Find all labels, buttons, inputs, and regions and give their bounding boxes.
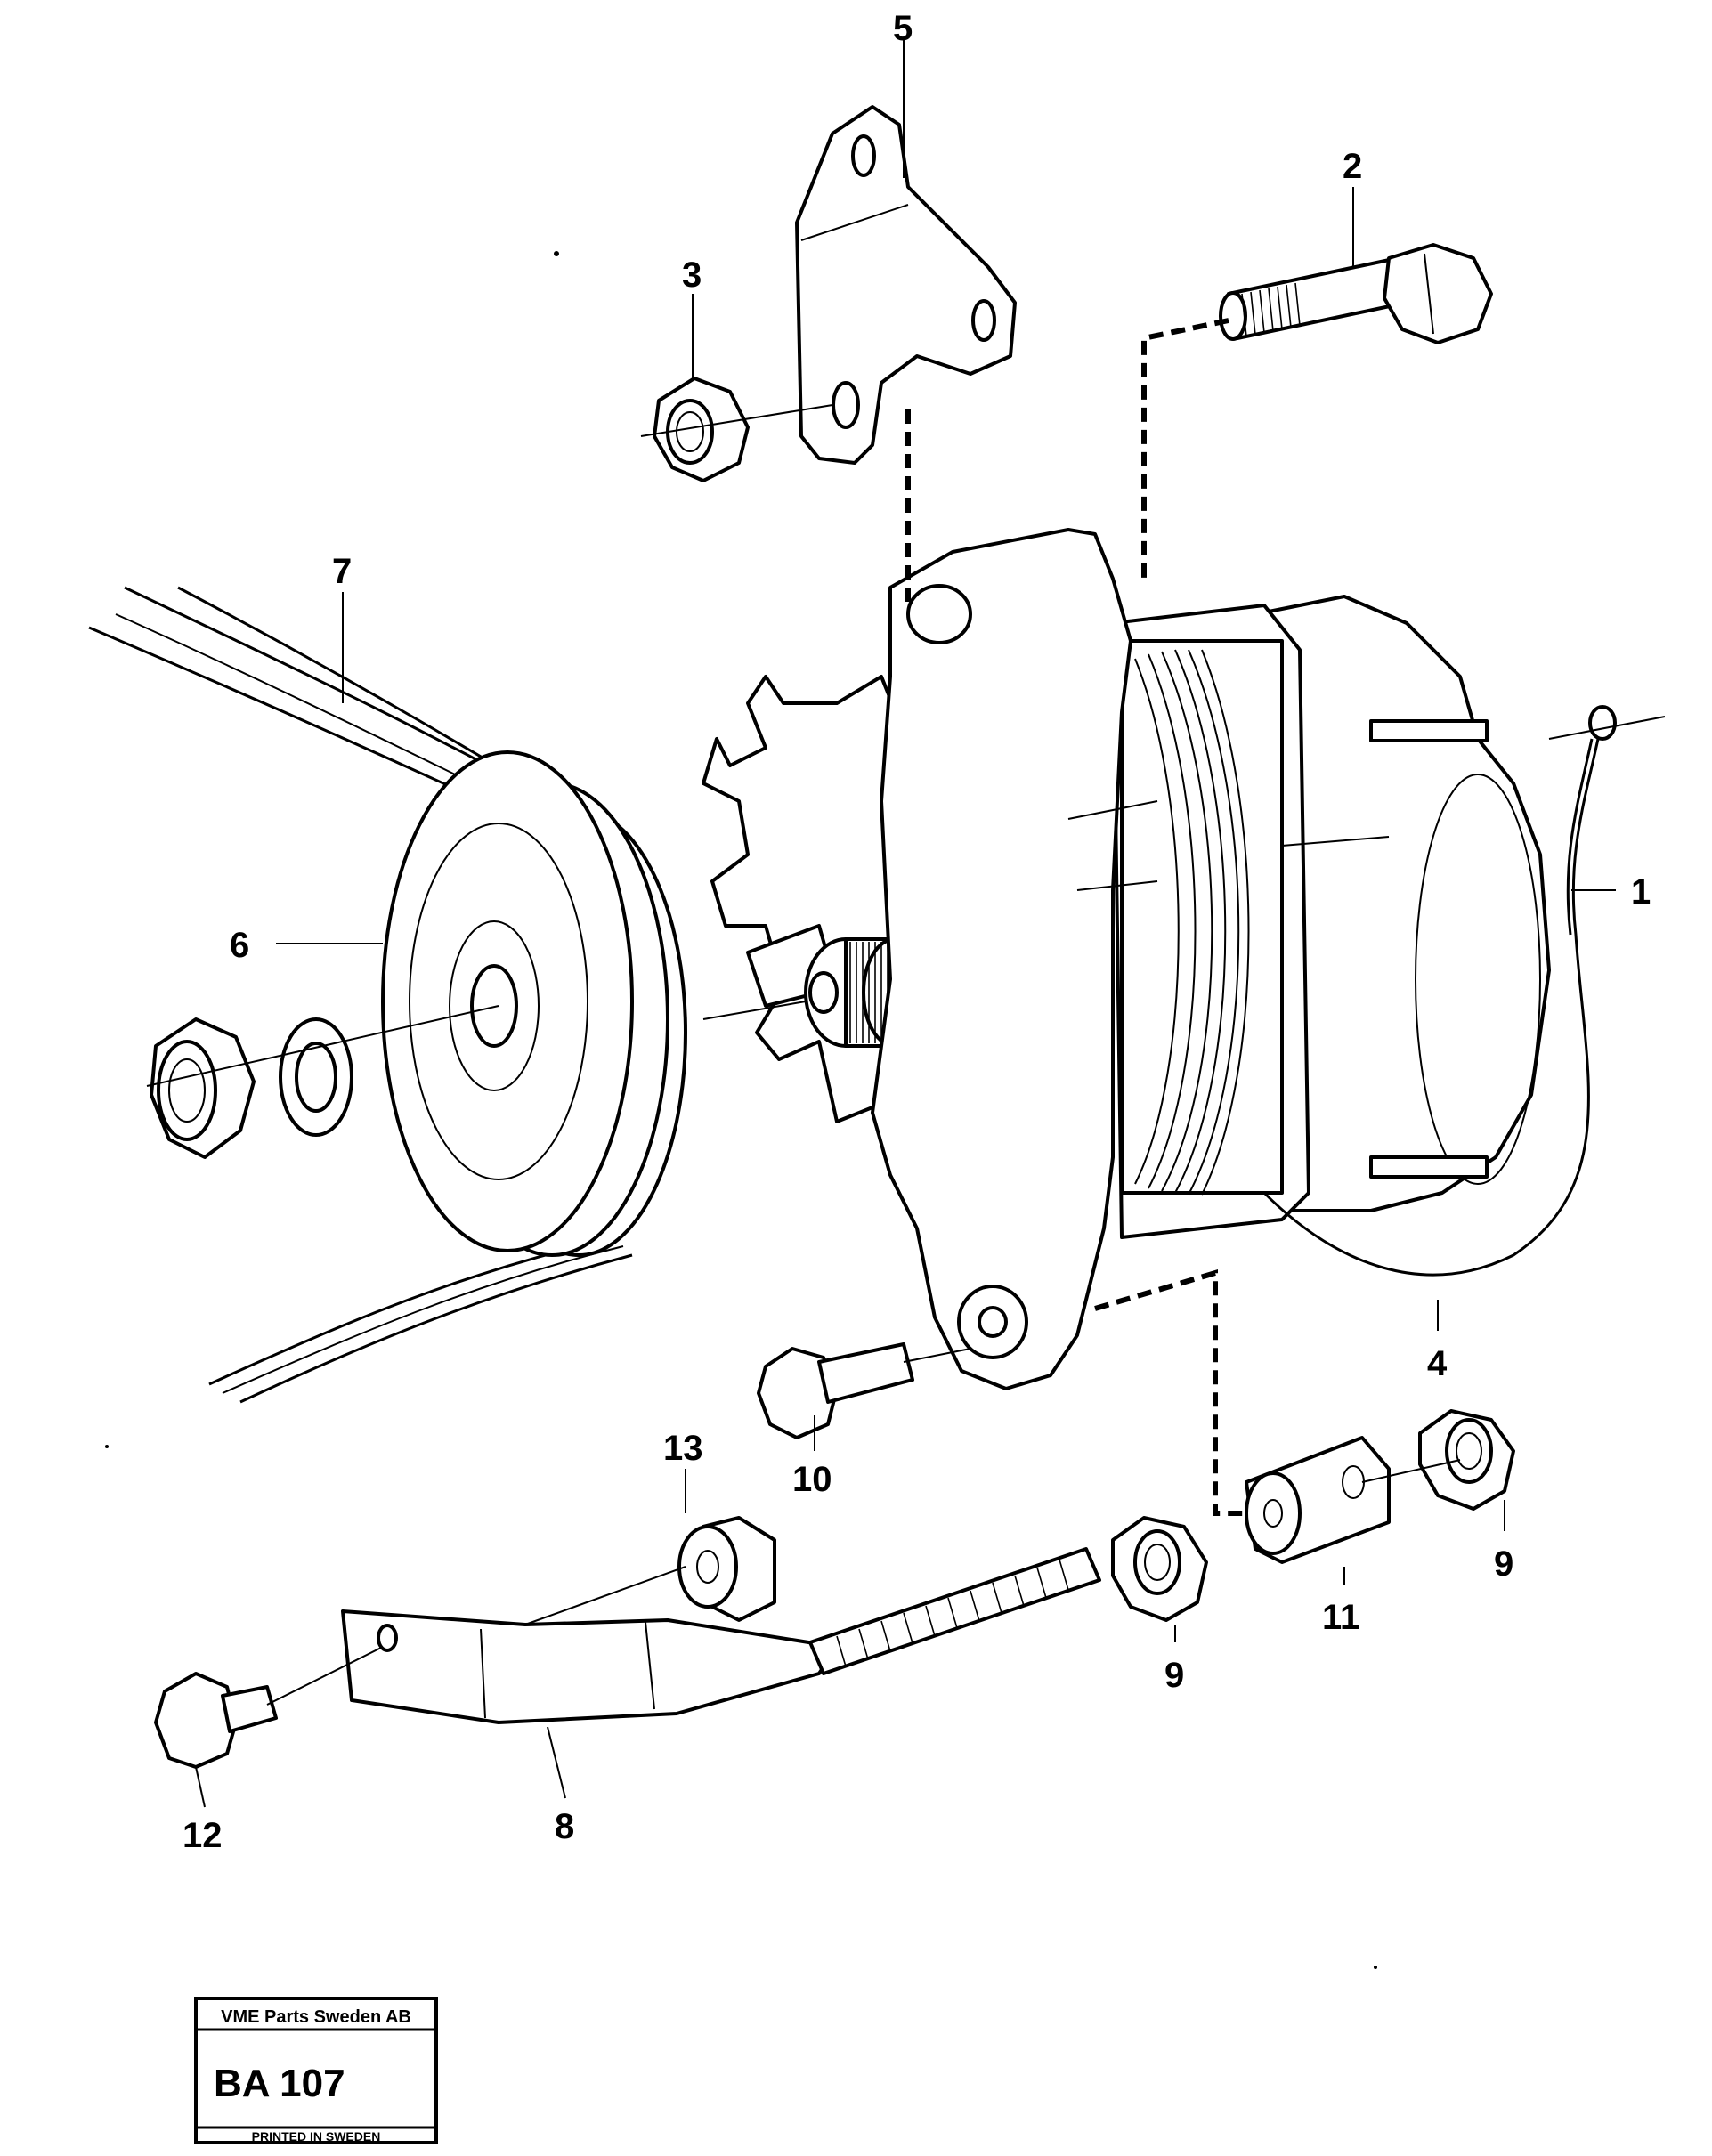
stamp-printed: PRINTED IN SWEDEN [252,2129,381,2144]
alternator-body [871,528,1551,1390]
callout-1: 1 [1631,872,1651,912]
adjuster-nut-inner [1111,1516,1208,1622]
tension-arm [341,1547,1101,1724]
adjuster-bolt [757,1342,971,1439]
publisher-stamp: VME Parts Sweden AB BA 107 PRINTED IN SW… [194,1997,438,2144]
pulley [381,750,687,1257]
callout-10: 10 [792,1460,832,1499]
leader-lines [195,40,1616,1808]
stamp-code: BA 107 [214,2062,345,2105]
arm-bolt [154,1646,384,1769]
callout-8: 8 [555,1807,574,1846]
callout-6: 6 [230,926,249,965]
stamp-company: VME Parts Sweden AB [221,2007,411,2027]
adjuster-nut-outer [1418,1409,1515,1511]
callout-12: 12 [183,1816,223,1855]
pulley-washer [279,1017,353,1137]
assembly-line-bolt [1141,318,1229,579]
bracket-nut [653,377,750,482]
assembly-line-adjuster [1094,1268,1273,1516]
spacer-sleeve [677,1516,776,1622]
callouts: 1 2 3 4 5 6 7 8 9 9 10 11 12 13 [183,9,1651,1855]
earth-cable [1262,705,1666,1277]
mounting-bolt [1219,243,1493,344]
callout-2: 2 [1343,147,1362,186]
bolt-threads [1241,282,1301,337]
pulley-nut [150,1017,256,1159]
mounting-bracket [795,105,1017,465]
arm-threads [836,1559,1069,1667]
callout-5: 5 [893,9,913,48]
stator-windings [1134,649,1250,1196]
callout-13: 13 [663,1429,703,1468]
callout-9-inner: 9 [1164,1656,1184,1695]
callout-4: 4 [1427,1344,1448,1383]
callout-9-outer: 9 [1494,1544,1513,1584]
adjuster-block [1245,1436,1391,1564]
callout-3: 3 [682,255,702,295]
callout-11: 11 [1322,1598,1359,1637]
shaft-threads [849,942,888,1043]
callout-7: 7 [332,552,352,591]
